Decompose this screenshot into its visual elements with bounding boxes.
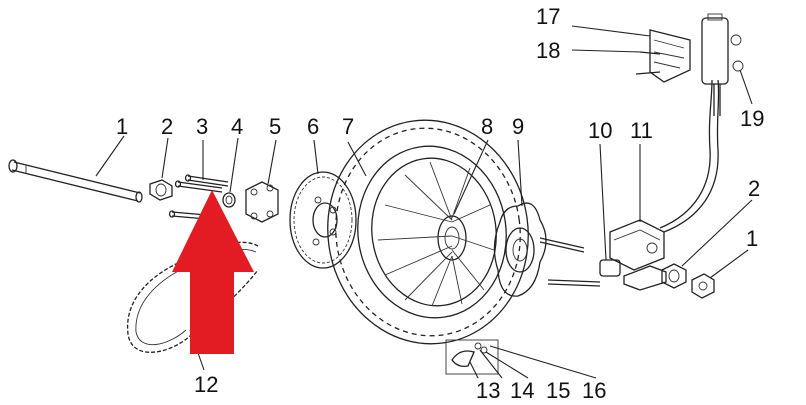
small-hardware-group [445, 339, 499, 375]
callout-2: 2 [161, 114, 173, 139]
spacer-part [222, 192, 236, 208]
brake-caliper-part [609, 219, 667, 291]
callout-9: 9 [512, 114, 524, 139]
callout-8: 8 [481, 114, 493, 139]
callout-19: 19 [740, 106, 764, 131]
callout-17: 17 [536, 4, 560, 29]
callout-2-right: 2 [748, 176, 760, 201]
brake-hose-part [659, 79, 720, 233]
leader-lines [95, 25, 753, 379]
arrow-up-icon [172, 190, 254, 354]
callout-16: 16 [582, 378, 606, 403]
master-cylinder-part [635, 13, 744, 116]
right-nut-part [661, 263, 687, 289]
callout-10: 10 [588, 118, 612, 143]
callout-1-right: 1 [746, 226, 758, 251]
wheel-hub-part [371, 157, 497, 307]
callout-5: 5 [269, 114, 281, 139]
brake-disc-part [493, 202, 547, 297]
callout-3: 3 [196, 114, 208, 139]
lock-plate-part [245, 181, 279, 223]
callout-6: 6 [307, 114, 319, 139]
callout-11: 11 [630, 118, 653, 143]
callout-18: 18 [536, 38, 560, 63]
axle-nut-part [149, 179, 173, 201]
axle-part [8, 159, 143, 203]
caliper-spacer-part [539, 237, 621, 287]
sprocket-bolts-part [168, 174, 229, 221]
callout-1: 1 [116, 114, 128, 139]
callout-15: 15 [546, 378, 570, 403]
callout-14: 14 [510, 378, 534, 403]
sprocket-part [289, 171, 357, 269]
callout-12: 12 [194, 372, 218, 397]
callout-7: 7 [342, 114, 354, 139]
tire-part [327, 119, 529, 345]
callout-4: 4 [231, 114, 243, 139]
right-axle-nut-part [691, 273, 715, 299]
callout-13: 13 [476, 378, 500, 403]
